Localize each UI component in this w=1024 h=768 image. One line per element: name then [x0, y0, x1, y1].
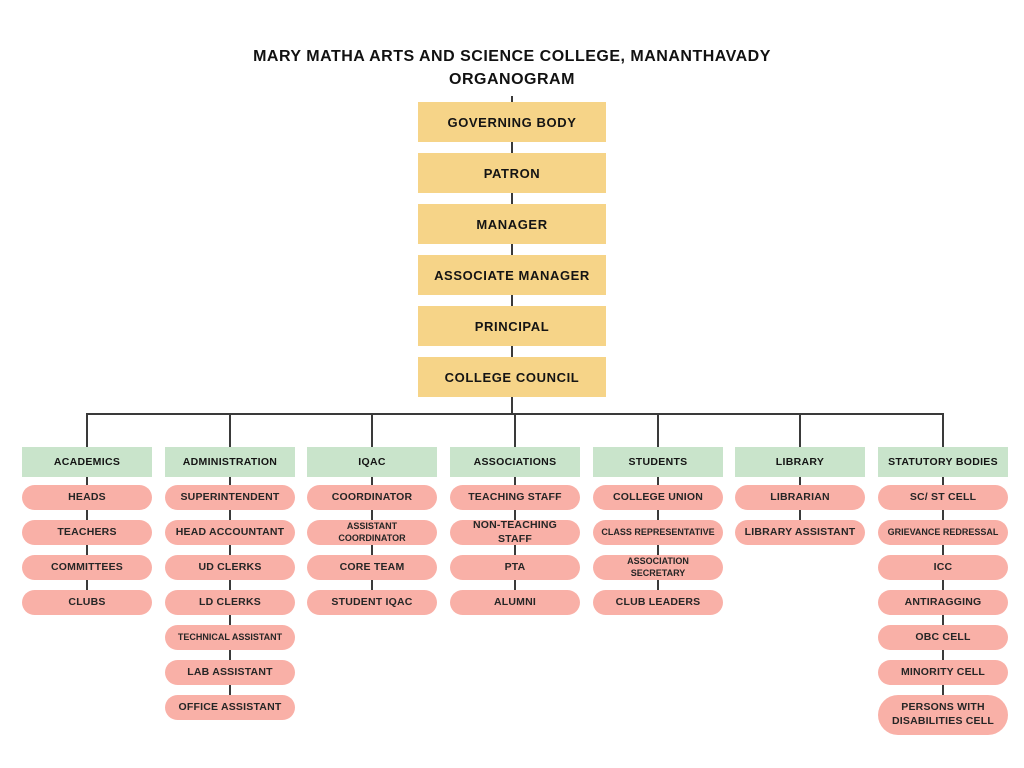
node-student-iqac: STUDENT IQAC: [307, 590, 437, 615]
node-ld-clerks: LD CLERKS: [165, 590, 295, 615]
node-library-assistant: LIBRARY ASSISTANT: [735, 520, 865, 545]
rail-drop-line: [371, 413, 373, 447]
rail-drop-line: [657, 413, 659, 447]
column-header-library: LIBRARY: [735, 447, 865, 477]
hierarchy-box-patron: PATRON: [418, 153, 606, 193]
column-administration: ADMINISTRATION SUPERINTENDENT HEAD ACCOUNT…: [165, 447, 295, 720]
node-head-accountant: HEAD ACCOUNTANT: [165, 520, 295, 545]
hierarchy-box-manager: MANAGER: [418, 204, 606, 244]
node-icc: ICC: [878, 555, 1008, 580]
column-header-administration: ADMINISTRATION: [165, 447, 295, 477]
node-assistant-coordinator: ASSISTANT COORDINATOR: [307, 520, 437, 545]
column-header-statutory-bodies: STATUTORY BODIES: [878, 447, 1008, 477]
node-teaching-staff: TEACHING STAFF: [450, 485, 580, 510]
column-header-associations: ASSOCIATIONS: [450, 447, 580, 477]
node-association-secretary: ASSOCIATION SECRETARY: [593, 555, 723, 580]
node-ud-clerks: UD CLERKS: [165, 555, 295, 580]
node-clubs: CLUBS: [22, 590, 152, 615]
rail-drop-line: [514, 413, 516, 447]
column-connector-line: [942, 447, 944, 715]
column-academics: ACADEMICS HEADS TEACHERS COMMITTEES CLUBS: [22, 447, 152, 615]
page-title: MARY MATHA ARTS AND SCIENCE COLLEGE, MAN…: [0, 45, 1024, 91]
node-technical-assistant: TECHNICAL ASSISTANT: [165, 625, 295, 650]
column-students: STUDENTS COLLEGE UNION CLASS REPRESENTATIV…: [593, 447, 723, 615]
node-club-leaders: CLUB LEADERS: [593, 590, 723, 615]
rail-drop-line: [799, 413, 801, 447]
node-lab-assistant: LAB ASSISTANT: [165, 660, 295, 685]
rail-drop-line: [86, 413, 88, 447]
hierarchy-box-college-council: COLLEGE COUNCIL: [418, 357, 606, 397]
column-library: LIBRARY LIBRARIAN LIBRARY ASSISTANT: [735, 447, 865, 545]
title-line-2: ORGANOGRAM: [449, 71, 575, 88]
node-superintendent: SUPERINTENDENT: [165, 485, 295, 510]
hierarchy-connector-line: [511, 96, 513, 413]
rail-drop-line: [942, 413, 944, 447]
node-alumni: ALUMNI: [450, 590, 580, 615]
hierarchy-box-governing-body: GOVERNING BODY: [418, 102, 606, 142]
hierarchy-chain: GOVERNING BODY PATRON MANAGER ASSOCIATE MAN…: [418, 102, 606, 397]
node-office-assistant: OFFICE ASSISTANT: [165, 695, 295, 720]
node-minority-cell: MINORITY CELL: [878, 660, 1008, 685]
node-committees: COMMITTEES: [22, 555, 152, 580]
node-core-team: CORE TEAM: [307, 555, 437, 580]
node-antiragging: ANTIRAGGING: [878, 590, 1008, 615]
column-associations: ASSOCIATIONS TEACHING STAFF NON-TEACHING S…: [450, 447, 580, 615]
node-obc-cell: OBC CELL: [878, 625, 1008, 650]
node-persons-with-disabilities-cell: PERSONS WITH DISABILITIES CELL: [878, 695, 1008, 735]
column-iqac: IQAC COORDINATOR ASSISTANT COORDINATOR CORE…: [307, 447, 437, 615]
node-grievance-redressal: GRIEVANCE REDRESSAL: [878, 520, 1008, 545]
node-pta: PTA: [450, 555, 580, 580]
column-header-academics: ACADEMICS: [22, 447, 152, 477]
column-header-students: STUDENTS: [593, 447, 723, 477]
node-class-representative: CLASS REPRESENTATIVE: [593, 520, 723, 545]
rail-drop-line: [229, 413, 231, 447]
node-coordinator: COORDINATOR: [307, 485, 437, 510]
column-statutory-bodies: STATUTORY BODIES SC/ ST CELL GRIEVANCE RED…: [878, 447, 1008, 735]
node-sc-st-cell: SC/ ST CELL: [878, 485, 1008, 510]
node-non-teaching-staff: NON-TEACHING STAFF: [450, 519, 580, 545]
node-librarian: LIBRARIAN: [735, 485, 865, 510]
column-header-iqac: IQAC: [307, 447, 437, 477]
hierarchy-box-associate-manager: ASSOCIATE MANAGER: [418, 255, 606, 295]
title-line-1: MARY MATHA ARTS AND SCIENCE COLLEGE, MAN…: [253, 48, 771, 65]
hierarchy-box-principal: PRINCIPAL: [418, 306, 606, 346]
node-heads: HEADS: [22, 485, 152, 510]
node-teachers: TEACHERS: [22, 520, 152, 545]
node-college-union: COLLEGE UNION: [593, 485, 723, 510]
